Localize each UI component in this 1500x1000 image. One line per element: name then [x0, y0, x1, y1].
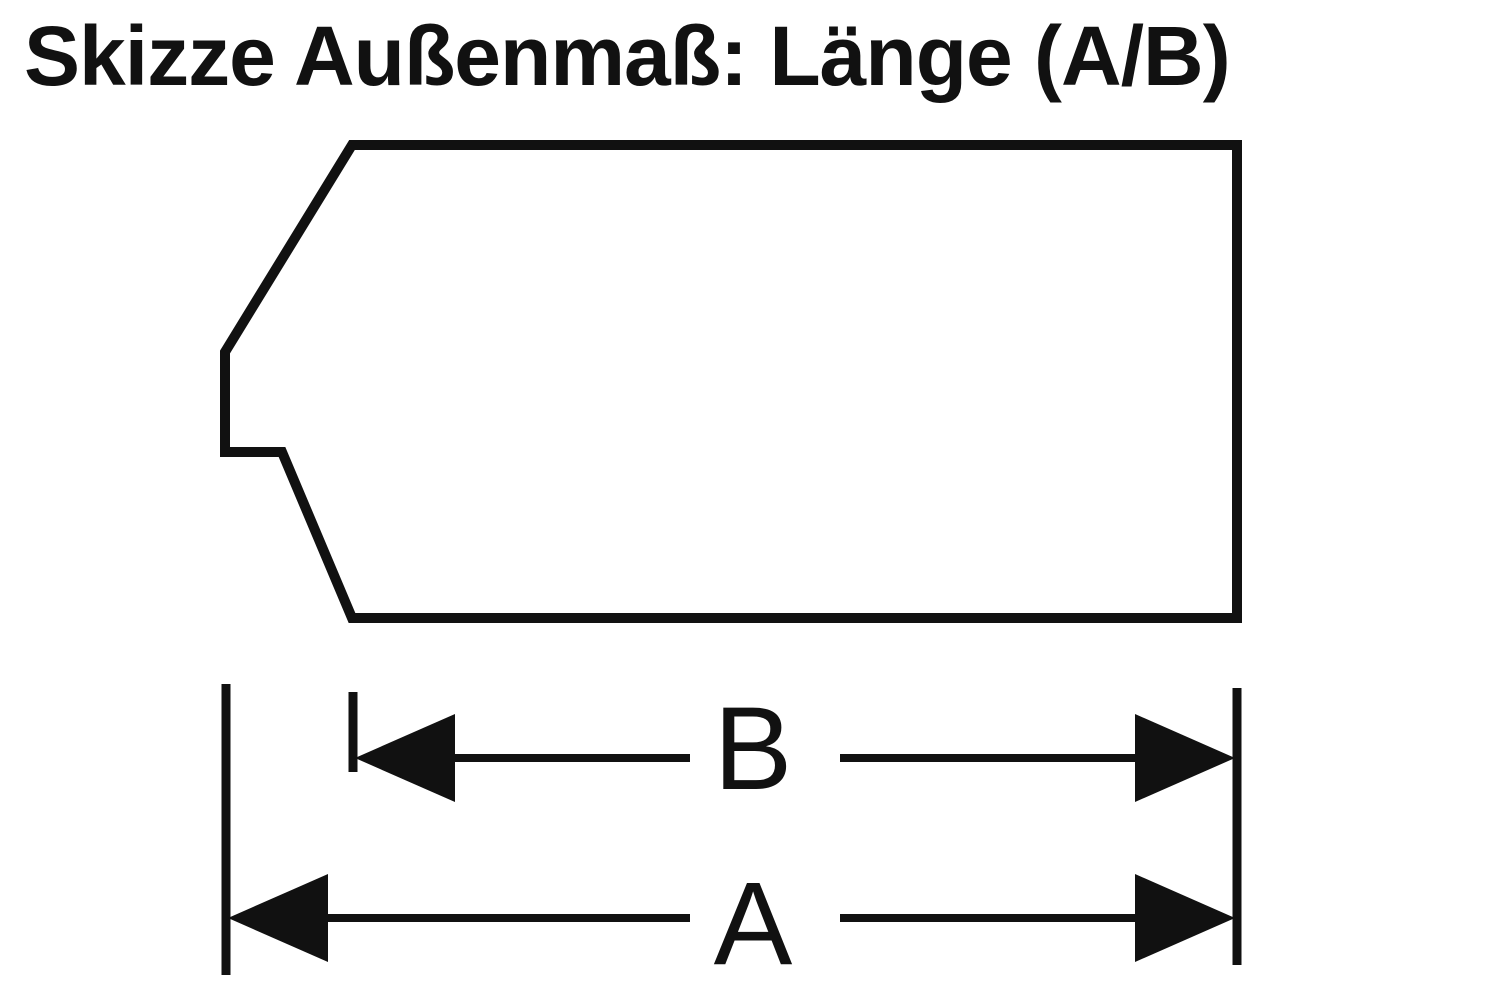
arrowhead-a-left — [228, 874, 328, 962]
dimension-b — [355, 714, 1235, 802]
arrowhead-b-left — [355, 714, 455, 802]
page-title: Skizze Außenmaß: Länge (A/B) — [24, 9, 1231, 103]
profile-outline-shape — [220, 140, 1242, 623]
dimension-label-a: A — [713, 858, 793, 990]
arrowhead-b-right — [1135, 714, 1235, 802]
dimension-label-b: B — [713, 683, 793, 815]
arrowhead-a-right — [1135, 874, 1235, 962]
dimension-a — [228, 874, 1235, 962]
